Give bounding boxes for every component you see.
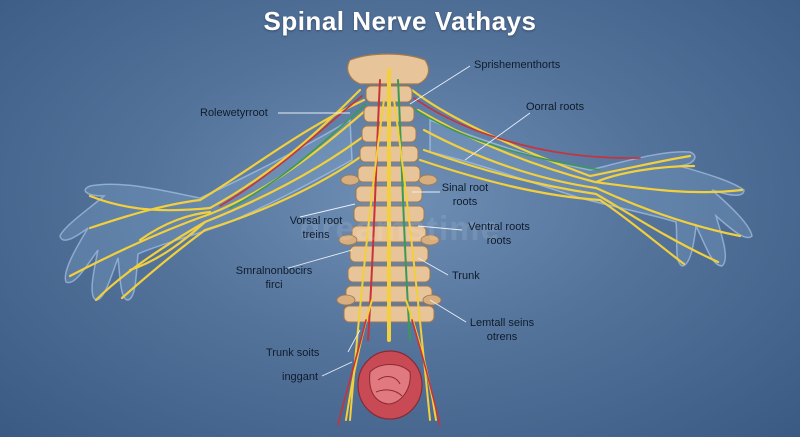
label-vorsal-root-line1: Vorsal root: [289, 215, 343, 227]
label-sprishementhorts: Sprishementhorts: [474, 59, 561, 71]
label-rolewetyrroot: Rolewetyrroot: [200, 107, 268, 119]
label-vorsal-root: Vorsal root treins: [284, 214, 348, 242]
watermark: dreamstime: [299, 210, 501, 248]
label-vorsal-root-line2: treins: [302, 229, 330, 241]
right-arm-nerves: [410, 88, 744, 266]
label-lemtall-seins: Lemtall seins otrens: [466, 316, 538, 344]
arm-vessels: [219, 95, 641, 209]
label-smralnonbocirs-line2: firci: [265, 279, 283, 291]
left-arm-nerves: [68, 88, 374, 302]
label-sinal-root: Sinal root roots: [440, 181, 490, 209]
label-sinal-root-line1: Sinal root: [441, 182, 489, 194]
label-trunk: Trunk: [452, 270, 480, 282]
label-sinal-root-line2: roots: [452, 196, 478, 208]
label-smralnonbocirs: Smralnonbocirs firci: [232, 264, 316, 292]
label-lemtall-seins-line2: otrens: [486, 331, 518, 343]
label-ventral-roots: Ventral roots roots: [464, 220, 534, 248]
label-trunk-soits: Trunk soits: [266, 347, 320, 359]
label-leader-lines: [278, 65, 531, 377]
label-smralnonbocirs-line1: Smralnonbocirs: [235, 265, 313, 277]
spinal-cord: [337, 68, 441, 426]
pelvic-organ: [357, 350, 423, 420]
label-oorral-roots: Oorral roots: [526, 101, 585, 113]
label-lemtall-seins-line1: Lemtall seins: [469, 317, 535, 329]
label-inggant: inggant: [282, 371, 319, 383]
label-ventral-roots-line1: Ventral roots: [468, 221, 530, 233]
label-ventral-roots-line2: roots: [486, 235, 512, 247]
page-title: Spinal Nerve Vathays: [263, 6, 537, 36]
